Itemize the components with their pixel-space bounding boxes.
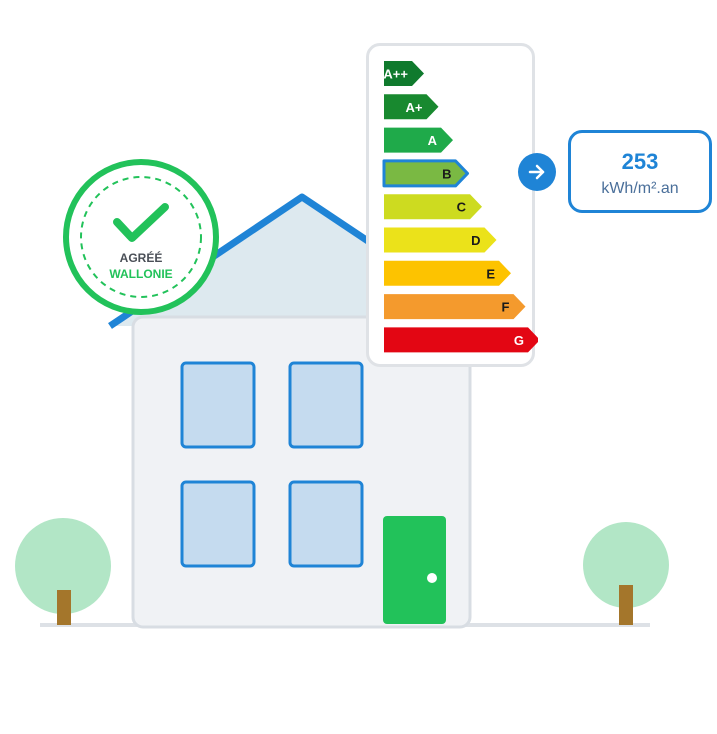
energy-class-label: B — [442, 166, 451, 181]
energy-class-arrow — [384, 260, 511, 286]
energy-value: 253 — [621, 149, 659, 174]
energy-class-b: B — [382, 159, 469, 188]
seal-badge — [63, 159, 219, 315]
energy-class-aplusplus: A++ — [383, 61, 424, 86]
energy-class-arrow — [382, 159, 469, 188]
window — [288, 480, 364, 568]
energy-class-arrow — [384, 194, 482, 220]
energy-class-label: C — [457, 200, 467, 215]
energy-scale-card: A++ A+ A B C D E F G — [366, 43, 538, 367]
energy-class-arrow — [384, 294, 526, 320]
window — [180, 480, 256, 568]
tree-left-foliage — [15, 518, 111, 614]
energy-class-g: G — [384, 327, 538, 353]
energy-class-arrow — [384, 94, 439, 120]
window — [180, 361, 256, 449]
energy-value-box: 253 kWh/m².an — [568, 130, 712, 213]
tree-right-trunk — [619, 585, 633, 625]
energy-class-arrow — [384, 227, 497, 253]
energy-class-e: E — [384, 260, 511, 286]
energy-class-label: G — [514, 333, 524, 348]
tree-right-foliage — [583, 522, 669, 608]
seal-inner-ring — [80, 176, 202, 298]
energy-class-label: E — [486, 266, 495, 281]
house-door — [383, 516, 446, 624]
tree-left-trunk — [57, 590, 71, 625]
energy-class-arrow — [384, 327, 538, 353]
arrow-right-icon — [528, 164, 545, 180]
energy-class-label: D — [471, 233, 480, 248]
energy-class-d: D — [384, 227, 497, 253]
energy-class-arrow — [384, 61, 424, 86]
energy-class-c: C — [384, 194, 482, 220]
energy-unit: kWh/m².an — [601, 180, 679, 197]
energy-class-label: A+ — [406, 100, 423, 115]
seal-line-2: WALLONIE — [109, 267, 173, 281]
energy-class-arrow — [384, 127, 453, 153]
checkmark-icon — [113, 203, 169, 242]
energy-class-label: F — [502, 300, 510, 315]
energy-class-a: A — [384, 127, 453, 153]
seal-line-1: AGRÉÉ — [119, 251, 163, 265]
energy-class-label: A — [428, 133, 438, 148]
window — [288, 361, 364, 449]
energy-class-aplus: A+ — [384, 94, 439, 120]
energy-scale: A++ A+ A B C D E F G — [382, 61, 538, 353]
energy-class-f: F — [384, 294, 526, 320]
arrow-right-button[interactable] — [518, 153, 556, 191]
door-knob — [427, 573, 437, 583]
energy-class-label: A++ — [383, 67, 408, 82]
